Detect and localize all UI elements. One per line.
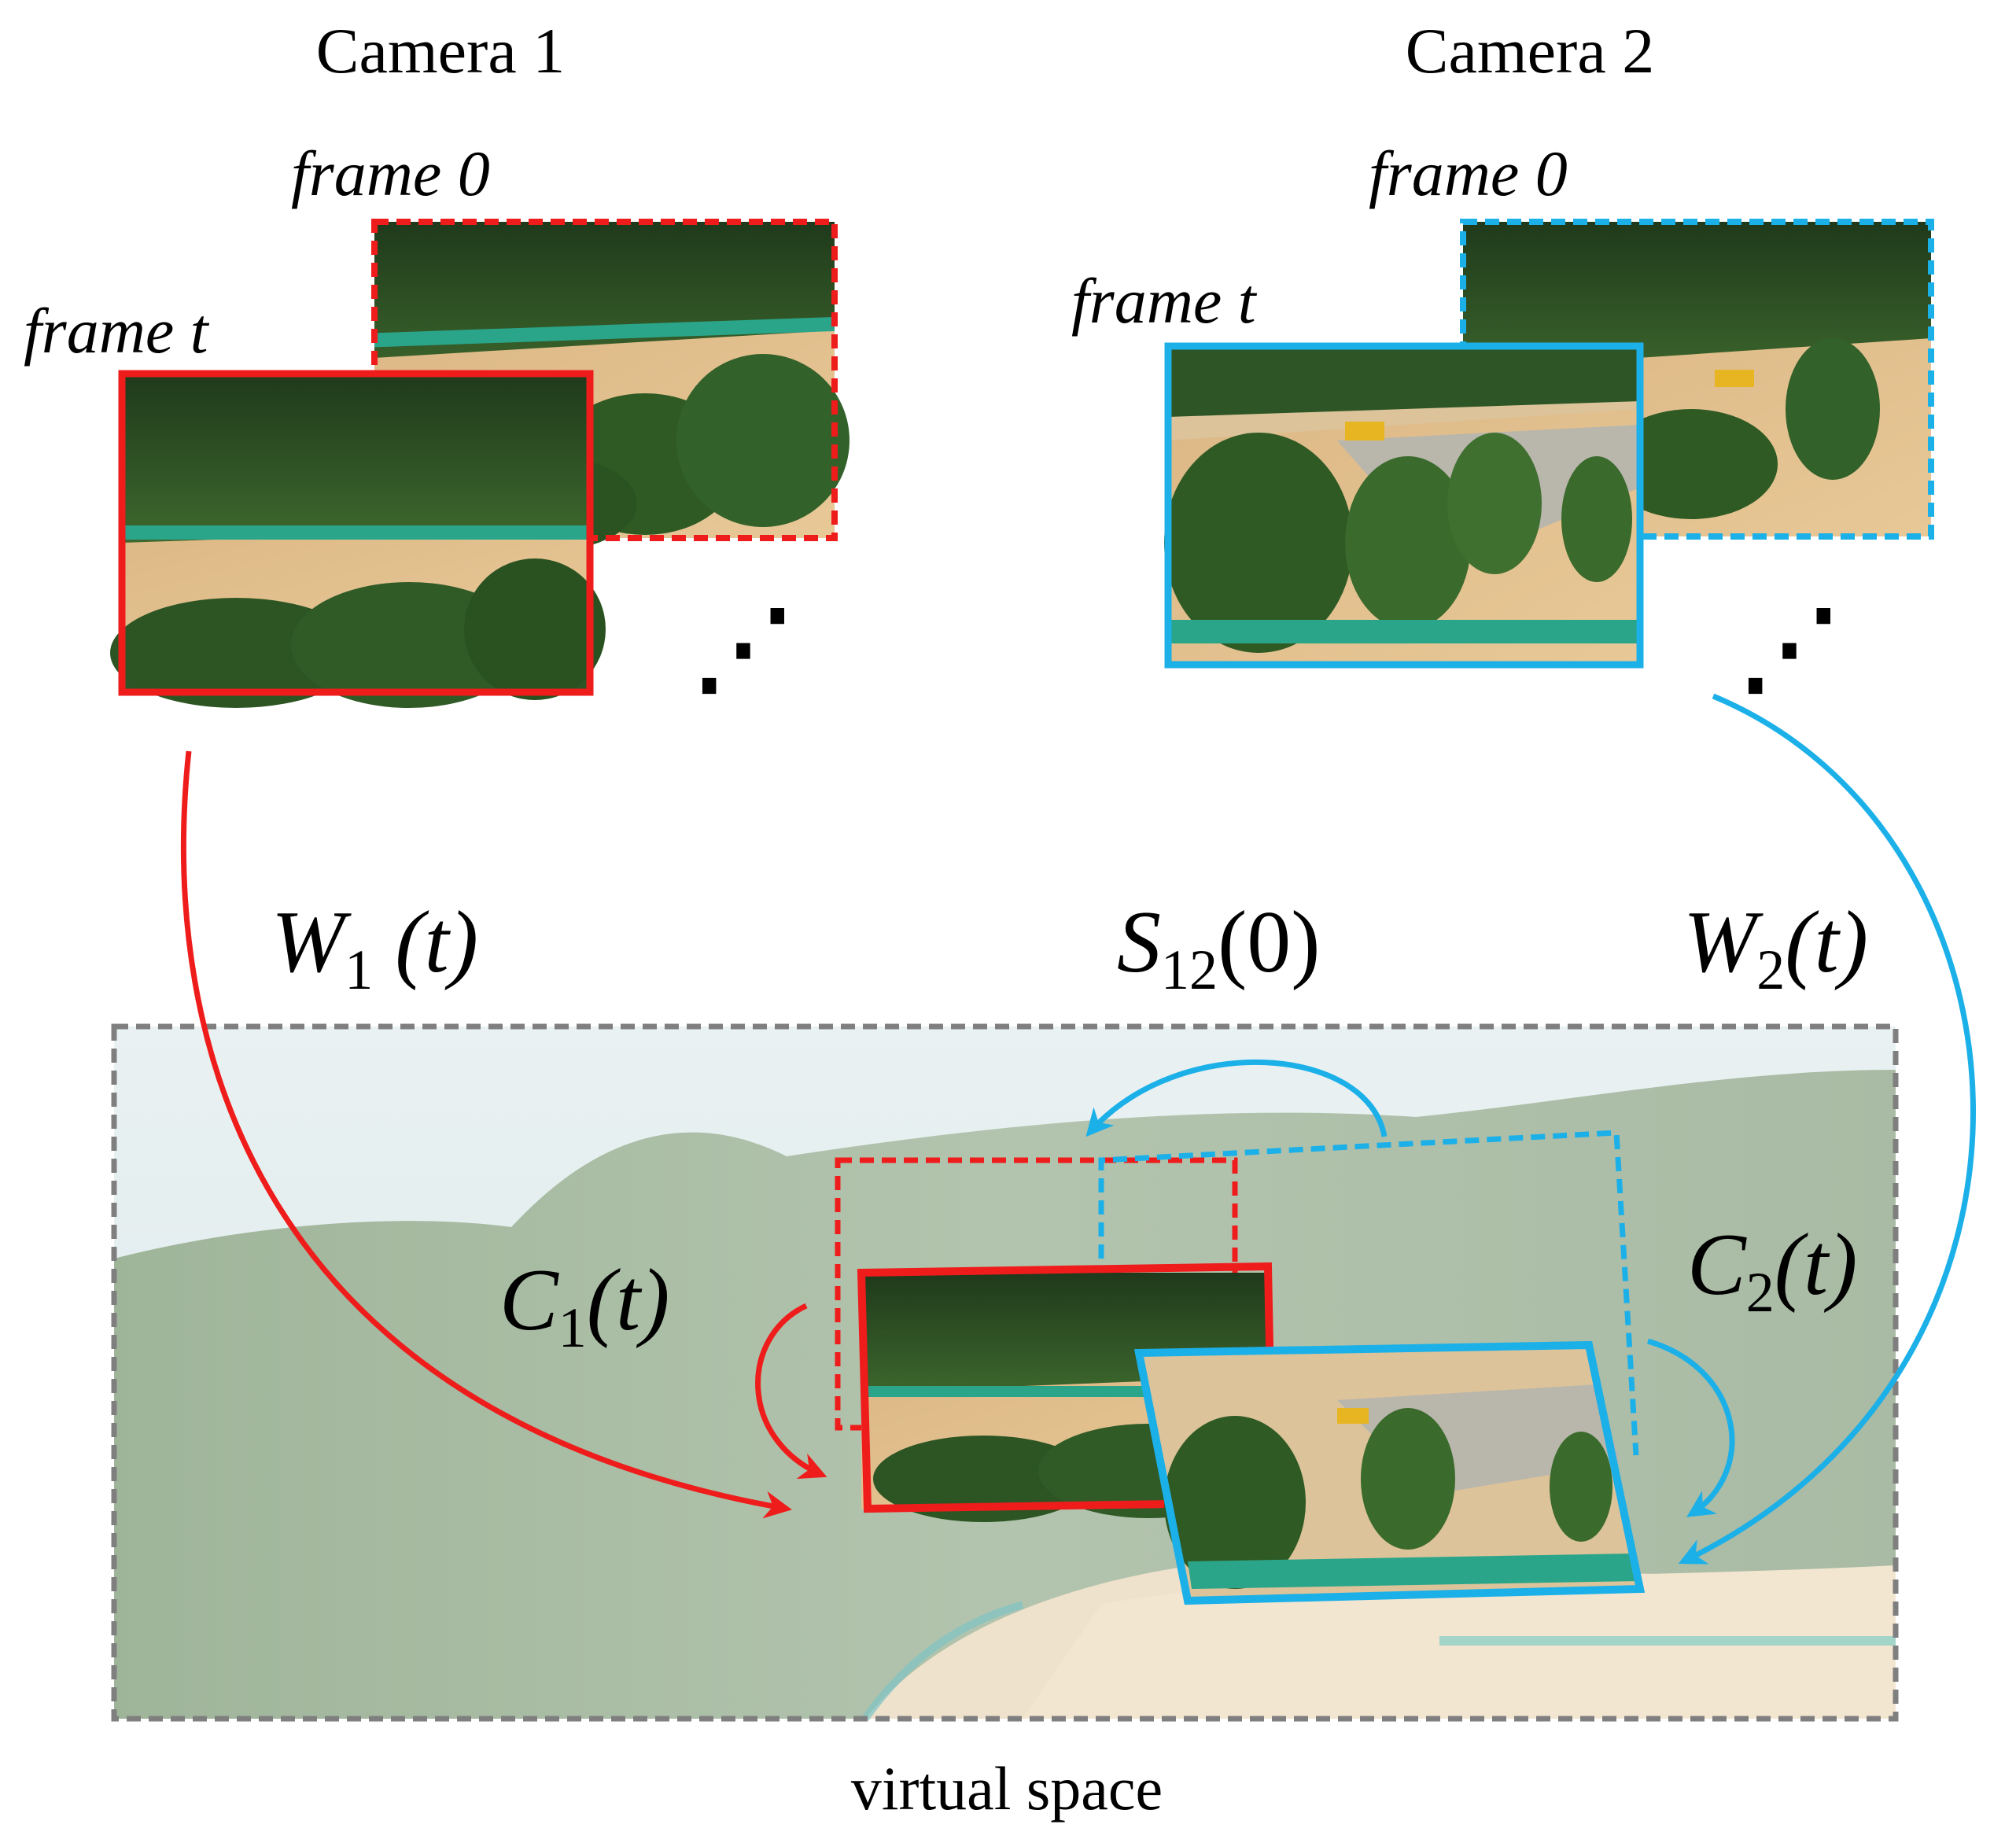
camera2-ellipsis: ⋰ [1738, 592, 1841, 706]
w2-label: W2(t) [1683, 894, 1868, 1001]
camera1-framet-label: frame t [24, 295, 210, 367]
camera2-frame0-label: frame 0 [1369, 138, 1568, 209]
camera2-framet-thumbnail [1164, 342, 1644, 669]
camera2-framet-label: frame t [1071, 265, 1258, 337]
camera1-framet-thumbnail [110, 370, 606, 708]
c1-label: C1(t) [499, 1251, 669, 1359]
w2-arrow [1678, 693, 1976, 1565]
camera1-frame0-label: frame 0 [291, 138, 490, 209]
w1-label: W1 (t) [271, 894, 478, 1001]
w1-arrow [180, 750, 792, 1519]
c2-arrow [1647, 1338, 1735, 1517]
c2-label: C2(t) [1687, 1216, 1857, 1324]
camera1-ellipsis: ⋰ [692, 592, 794, 706]
s12-arrow [1085, 1059, 1388, 1137]
s12-label: S12(0) [1117, 894, 1321, 1001]
virtual-space-caption: virtual space [851, 1754, 1163, 1823]
camera2-framet-projection [1133, 1340, 1646, 1605]
camera2-title: Camera 2 [1406, 15, 1654, 87]
camera2-frame0-projection [1098, 1130, 1639, 1456]
camera1-title: Camera 1 [316, 15, 565, 87]
c1-arrow [755, 1303, 827, 1480]
